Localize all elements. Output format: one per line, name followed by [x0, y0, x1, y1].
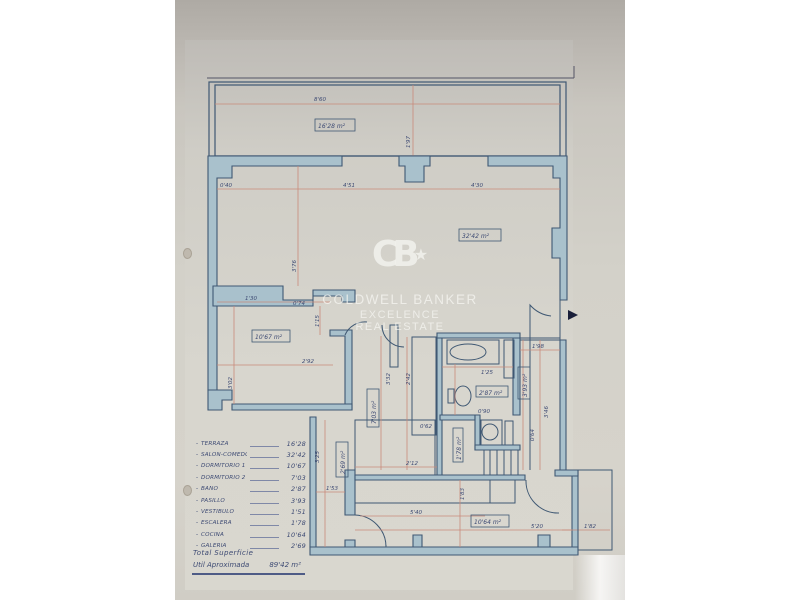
area-dormitorio-2: 7'03 m²: [371, 400, 378, 424]
area-dormitorio-1: 10'67 m²: [255, 334, 283, 341]
area-terraza: 16'28 m²: [318, 123, 346, 130]
legend-name: Dormitorio 2: [201, 474, 246, 481]
area-galeria: 2'69 m²: [340, 450, 347, 474]
photo-glare: [575, 555, 625, 600]
dim-text: 0'74: [293, 301, 306, 307]
entrance-arrow-icon: [568, 310, 578, 320]
legend-row: -Baño2'87: [196, 485, 306, 494]
dim-text: 3'25: [315, 450, 321, 463]
dim-text: 0'64: [530, 428, 536, 441]
dim-text: 1'98: [532, 344, 545, 350]
dim-text: 2'12: [406, 461, 419, 467]
dim-text: 0'90: [478, 409, 491, 415]
dim-text: 1'83: [460, 487, 466, 500]
dim-text: 1'82: [584, 524, 597, 530]
walls: [207, 155, 579, 556]
legend-value: 1'51: [291, 508, 306, 517]
legend-name: Baño: [201, 486, 219, 493]
dim-text: 3'32: [386, 372, 392, 385]
legend-name: Pasillo: [201, 497, 225, 504]
total-underline: [192, 573, 305, 575]
legend-name: Escalera: [201, 520, 232, 527]
legend-row: -Pasillo3'93: [196, 496, 306, 505]
area-legend: -Terraza16'28 -Salon-Comedor32'42 -Dormi…: [196, 438, 306, 552]
dim-text: 3'76: [292, 259, 298, 272]
legend-name: Galeria: [201, 543, 227, 550]
floor-plan-sheet: [185, 40, 573, 590]
dim-text: 3'02: [228, 376, 234, 389]
legend-row: -Terraza16'28: [196, 439, 306, 448]
punch-hole: [183, 248, 192, 259]
legend-name: Vestibulo: [201, 509, 235, 516]
legend-row: -Dormitorio 27'03: [196, 473, 306, 482]
punch-hole: [183, 485, 192, 496]
terrace: [208, 81, 567, 157]
dimension-lines: [217, 166, 572, 547]
total-label-line2: Util Aproximada: [193, 561, 250, 569]
area-pasillo: 3'93 m²: [522, 373, 529, 397]
legend-value: 10'67: [286, 462, 306, 471]
dim-text: 1'97: [406, 135, 412, 148]
dim-text: 4'51: [343, 183, 355, 189]
dim-text: 5'20: [531, 524, 544, 530]
door-swings: [344, 303, 560, 548]
legend-row: -Salon-Comedor32'42: [196, 451, 306, 460]
dim-text: 1'25: [481, 370, 494, 376]
dim-text: 2'42: [406, 372, 412, 385]
legend-name: Dormitorio 1: [201, 463, 246, 470]
area-bano: 2'87 m²: [479, 390, 503, 397]
legend-row: -Dormitorio 110'67: [196, 462, 306, 471]
dim-text: 0'62: [420, 424, 433, 430]
legend-value: 16'28: [286, 439, 306, 448]
legend-value: 7'03: [291, 473, 306, 482]
dim-text: 4'30: [471, 183, 484, 189]
total-value: 89'42 m²: [269, 561, 301, 569]
area-salon: 32'42 m²: [462, 233, 490, 240]
legend-name: Terraza: [201, 440, 229, 447]
legend-row: -Cocina10'64: [196, 530, 306, 539]
legend-name: Salon-Comedor: [201, 452, 247, 459]
legend-value: 1'78: [291, 519, 306, 528]
legend-value: 32'42: [286, 451, 306, 460]
dim-text: 2'92: [302, 359, 315, 365]
area-cocina: 10'64 m²: [474, 519, 502, 526]
legend-value: 3'93: [291, 496, 306, 505]
legend-value: 2'69: [291, 542, 306, 551]
dim-text: 1'15: [315, 314, 321, 327]
dim-text: 1'53: [326, 486, 339, 492]
legend-name: Cocina: [201, 531, 225, 538]
total-label-line1: Total Superficie: [193, 549, 254, 557]
legend-row: -Escalera1'78: [196, 519, 306, 528]
dim-text: 5'40: [410, 510, 423, 516]
legend-value: 10'64: [286, 530, 306, 539]
dim-text: 0'40: [220, 183, 233, 189]
dim-text: 8'60: [314, 97, 327, 103]
dim-text: 3'46: [544, 405, 550, 418]
interior-lines: [354, 300, 561, 504]
legend-row: -Vestibulo1'51: [196, 508, 306, 517]
dim-text: 1'30: [245, 296, 258, 302]
legend-value: 2'87: [291, 485, 306, 494]
area-aseo: 1'78 m²: [456, 436, 463, 460]
total-area: Total Superficie Util Aproximada 89'42 m²: [192, 547, 305, 575]
legend-row: -Galeria2'69: [196, 542, 306, 551]
